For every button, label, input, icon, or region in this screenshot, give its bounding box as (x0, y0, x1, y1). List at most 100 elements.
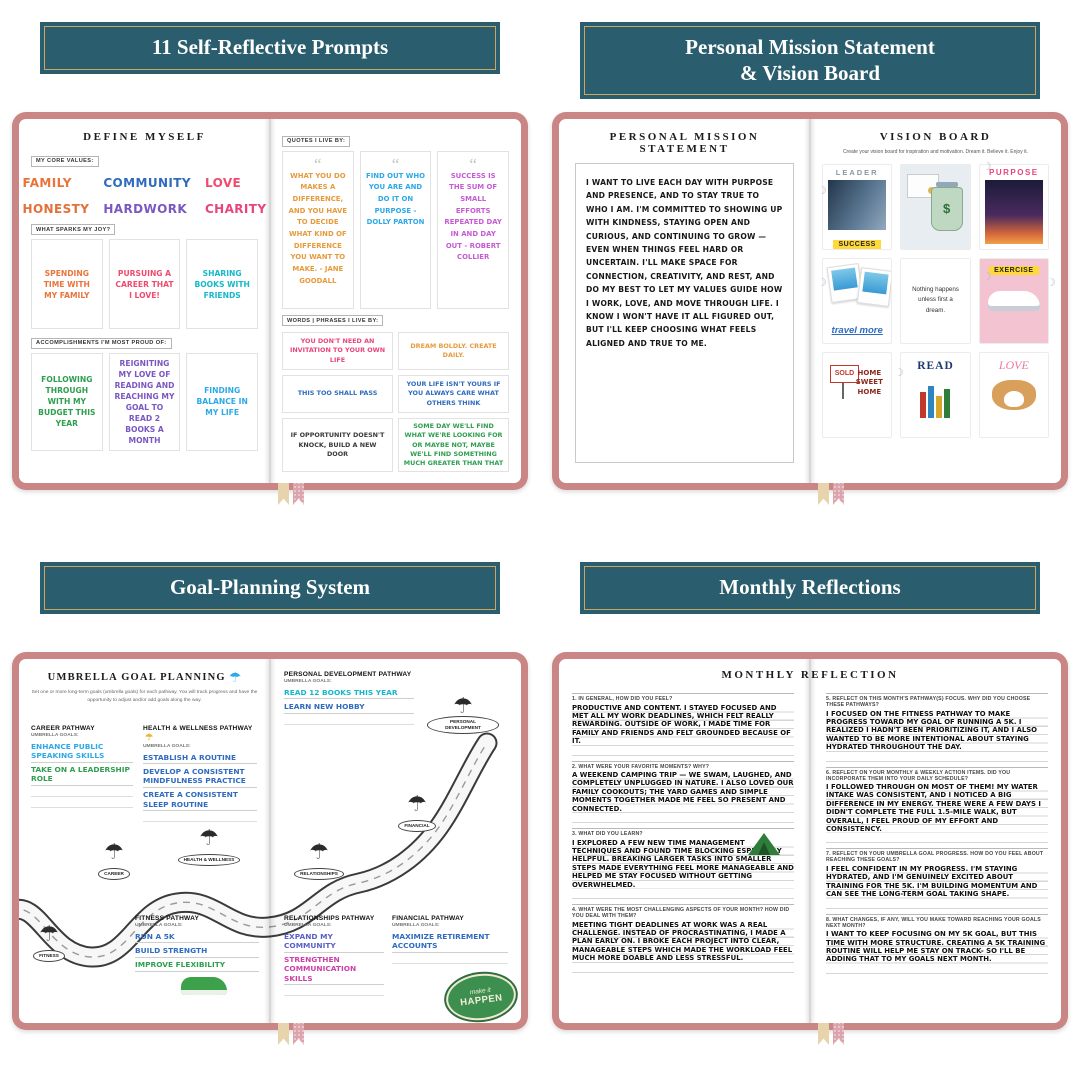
joy-card: SPENDING TIME WITH MY FAMILY (31, 239, 103, 329)
core-value: HARDWORK (103, 201, 188, 216)
banner-monthly-reflections: Monthly Reflections (580, 562, 1040, 614)
vision-tile-read: READ (900, 351, 971, 438)
umbrella-icon: ☂ (407, 791, 427, 816)
accomplishments-label: ACCOMPLISHMENTS I'M MOST PROUD OF: (31, 337, 172, 349)
umbrella-icon: ☂ (199, 825, 219, 850)
umbrella-goal: RUN A 5K (135, 929, 259, 944)
section-title: PERSONAL DEVELOPMENT PATHWAY (284, 671, 412, 678)
reflection-entry: 6. REFLECT ON YOUR MONTHLY & WEEKLY ACTI… (826, 766, 1048, 844)
umbrella-icon: ☂ (453, 693, 473, 718)
reflection-question: 4. WHAT WERE THE MOST CHALLENGING ASPECT… (572, 907, 790, 919)
reflection-entry: 1. IN GENERAL, HOW DID YOU FEEL? PRODUCT… (572, 693, 794, 756)
section-title: RELATIONSHIPS PATHWAY (284, 915, 375, 922)
vision-board-subtitle: Create your vision board for inspiration… (842, 149, 1029, 155)
phrase-cards: YOU DON'T NEED AN INVITATION TO YOUR OWN… (282, 332, 509, 473)
running-shoe-graphic (181, 976, 227, 995)
umbrella-goal: CREATE A CONSISTENT SLEEP ROUTINE (143, 788, 257, 812)
ruled-lines (572, 963, 794, 973)
reflection-answer: MEETING TIGHT DEADLINES AT WORK WAS A RE… (572, 920, 794, 963)
section-fitness-pathway: FITNESS PATHWAY UMBRELLA GOALS: RUN A 5K… (135, 915, 259, 995)
reflection-entry: 2. WHAT WERE YOUR FAVORITE MOMENTS? WHY?… (572, 760, 794, 824)
umbrella-goal: READ 12 BOOKS THIS YEAR (284, 685, 414, 700)
quote-card: “WHAT YOU DO MAKES A DIFFERENCE, AND YOU… (282, 150, 354, 309)
umbrella-icon: ☂ (145, 732, 154, 742)
umbrella-goal: EXPAND MY COMMUNITY (284, 929, 384, 953)
phrase-card: YOU DON'T NEED AN INVITATION TO YOUR OWN… (282, 332, 393, 370)
leader-label: LEADER (835, 167, 879, 177)
vision-board-grid: LEADER SUCCESS $ PURPOSE (817, 161, 1056, 438)
bookmark-ribbon (293, 1013, 304, 1045)
umbrella-goal: LEARN NEW HOBBY (284, 699, 414, 714)
quote-cards: “WHAT YOU DO MAKES A DIFFERENCE, AND YOU… (282, 150, 509, 309)
section-title: FITNESS PATHWAY (135, 915, 200, 922)
purpose-label: PURPOSE (989, 167, 1039, 177)
core-value: FAMILY (22, 175, 72, 190)
accomplishment-cards: FOLLOWING THROUGH WITH MY BUDGET THIS YE… (31, 352, 258, 451)
banner-goal-planning: Goal-Planning System (40, 562, 500, 614)
page-title: PERSONAL MISSION STATEMENT (609, 131, 760, 155)
sunset-photo (984, 179, 1043, 244)
bookmark-ribbon (278, 1013, 289, 1045)
umbrella-label: FITNESS (33, 950, 65, 962)
quadrant-self-reflective-prompts: 11 Self-Reflective Prompts DEFINE MYSELF… (0, 0, 540, 540)
umbrella-marker-fitness: ☂ FITNESS (13, 923, 85, 962)
quadrant-goal-planning: Goal-Planning System ☂ FITNESS ☂ CAREER (0, 540, 540, 1080)
vision-tile-travel: travel more (822, 257, 893, 344)
reflection-column-left: 1. IN GENERAL, HOW DID YOU FEEL? PRODUCT… (572, 693, 794, 1015)
polaroid-photo (856, 266, 892, 307)
bookmark-ribbon (818, 473, 829, 505)
banner-text: Monthly Reflections (584, 566, 1036, 610)
page-quotes-words: QUOTES I LIVE BY: “WHAT YOU DO MAKES A D… (270, 119, 521, 483)
umbrella-goal: BUILD STRENGTH (135, 943, 259, 958)
tent-icon (748, 833, 780, 855)
umbrella-goals-label: UMBRELLA GOALS: (392, 923, 440, 928)
phrase-card: THIS TOO SHALL PASS (282, 375, 393, 413)
banner-text: Goal-Planning System (44, 566, 496, 610)
travel-more-label: travel more (831, 324, 883, 336)
umbrella-goals-label: UMBRELLA GOALS: (135, 923, 183, 928)
phrase-card: SOME DAY WE'LL FIND WHAT WE'RE LOOKING F… (398, 418, 509, 473)
reflection-question: 6. REFLECT ON YOUR MONTHLY & WEEKLY ACTI… (826, 769, 1011, 782)
sold-sign: SOLD (830, 364, 859, 383)
ruled-lines (572, 889, 794, 899)
page-subtitle: Set one or more long-term goals (umbrell… (31, 690, 258, 703)
quadrant-mission-vision: Personal Mission Statement & Vision Boar… (540, 0, 1080, 540)
bookmark-ribbon (278, 473, 289, 505)
umbrella-icon: ☂ (228, 669, 242, 685)
bookmark-ribbon (818, 1013, 829, 1045)
umbrella-marker-personal-development: ☂ PERSONAL DEVELOPMENT (427, 693, 499, 734)
umbrella-goal: STRENGTHEN COMMUNICATION SKILLS (284, 953, 384, 986)
reflection-column-right: 5. REFLECT ON THIS MONTH'S PATHWAY(S) FO… (826, 693, 1048, 1015)
page-title: MONTHLY REFLECTION (721, 669, 899, 681)
home-sweet-home-label: HOME SWEET HOME (855, 368, 883, 396)
vision-tile-quote: Nothing happens unless first a dream. (900, 257, 971, 344)
crescent-moon-icon: ☽ (1046, 276, 1056, 289)
accomplishment-card: FINDING BALANCE IN MY LIFE (186, 352, 258, 451)
joy-card: PURSUING A CAREER THAT I LOVE! (108, 239, 181, 329)
ruled-lines (572, 746, 794, 756)
reflection-answer: I FEEL CONFIDENT IN MY PROGRESS. I'M STA… (826, 864, 1048, 899)
phrase-card: YOUR LIFE ISN'T YOURS IF YOU ALWAYS CARE… (398, 375, 509, 413)
vision-tile-love: LOVE (978, 351, 1049, 438)
banner-text: 11 Self-Reflective Prompts (44, 26, 496, 70)
umbrella-icon: ☂ (309, 839, 329, 864)
phrase-card: DREAM BOLDLY. CREATE DAILY. (398, 332, 509, 370)
vision-tile-purpose: PURPOSE (978, 163, 1049, 250)
umbrella-goal: TAKE ON A LEADERSHIP ROLE (31, 763, 133, 786)
quote-mark-icon: “ (314, 154, 322, 174)
quote-mark-icon: “ (391, 154, 400, 174)
quotes-label: QUOTES I LIVE BY: (282, 135, 351, 147)
umbrella-goal: IMPROVE FLEXIBILITY (135, 958, 259, 972)
vision-tile-exercise: EXERCISE (978, 257, 1049, 344)
read-label: READ (917, 359, 954, 372)
core-value: HONESTY (22, 201, 90, 216)
ruled-lines (826, 899, 1048, 909)
journal-monthly-reflection: MONTHLY REFLECTION 1. IN GENERAL, HOW DI… (552, 652, 1068, 1045)
quadrant-monthly-reflections: Monthly Reflections MONTHLY REFLECTION 1… (540, 540, 1080, 1080)
bookmark-ribbon (293, 473, 304, 505)
